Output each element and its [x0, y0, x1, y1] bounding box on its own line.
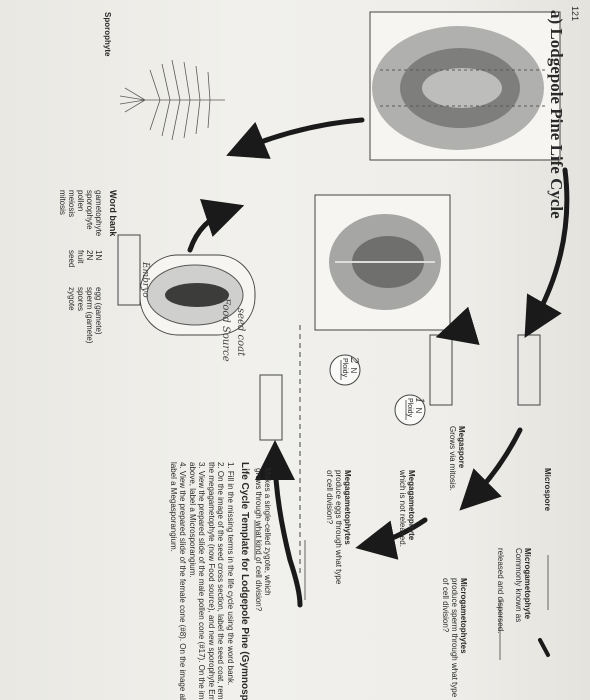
arrow-microgametophyte — [538, 638, 550, 657]
word-bank-heading: Word bank — [108, 190, 118, 237]
megaspore-title: Megaspore — [457, 426, 466, 469]
arrow-gametes-to-zygote — [255, 440, 303, 608]
pine-branch-image — [119, 59, 225, 141]
megagametophyte-block: Megagametophyte which is not released. — [398, 470, 416, 547]
answer-box-microspore[interactable] — [517, 334, 541, 406]
answer-box-sporophyte[interactable] — [117, 234, 141, 306]
arrow-microspore-to-microgametophyte — [459, 427, 523, 511]
arrow-cone-to-megaspore — [435, 306, 480, 345]
ploidy-circle-right — [394, 394, 426, 426]
handwritten-seed-coat: seed coat — [235, 308, 246, 357]
answer-box-fertilization[interactable] — [259, 374, 283, 441]
megagametophyte-title: Megagametophyte — [407, 470, 416, 541]
microspore-label: Microspore — [543, 468, 552, 512]
microgametophyte-block: Microgametophyte Commonly known as relea… — [496, 548, 532, 633]
microgametophytes-desc2: of cell division? — [441, 578, 450, 633]
sporophyte-label: Sporophyte — [103, 12, 112, 57]
megagametophytes-desc2: of cell division? — [325, 470, 334, 525]
answer-box-megaspore[interactable] — [429, 334, 453, 406]
microgametophyte-desc2: released and dispersed. — [496, 548, 505, 634]
seed-cross-section-image — [139, 254, 256, 336]
megaspore-desc: Grows via mitosis. — [448, 426, 457, 491]
arrow-cone-to-microspore — [524, 167, 570, 339]
arrow-megagametophyte-to-eggs — [355, 517, 428, 560]
zygote-desc1: Makes a single-celled zygote, which — [263, 468, 272, 596]
microgametophytes-title: Microgametophytes — [459, 578, 468, 654]
female-cone-image — [314, 194, 451, 331]
word-bank-col2: 1N 2N fruit seed — [67, 250, 103, 268]
microgametophyte-desc1: Commonly known as — [514, 548, 523, 623]
male-cone-image — [369, 11, 561, 161]
megagametophytes-desc1: produce eggs through what type — [334, 470, 343, 585]
microgametophytes-block: Microgametophytes produce sperm through … — [441, 578, 468, 697]
ploidy-right-label: Ploidy — [406, 398, 413, 418]
megagametophytes-block: Megagametophytes produce eggs through wh… — [325, 470, 352, 584]
page-title: a) Lodgepole Pine Life Cycle — [547, 10, 566, 219]
cycle-arrows — [187, 117, 570, 657]
ploidy-left-value: 2 N — [348, 357, 361, 374]
ploidy-left-label: Ploidy — [341, 358, 348, 378]
microgametophyte-title: Microgametophyte — [523, 548, 532, 620]
microgametophytes-desc1: produce sperm through what type — [450, 578, 459, 698]
megagametophytes-title: Megagametophytes — [343, 470, 352, 545]
handwritten-embryo: Embryo — [140, 262, 150, 298]
ploidy-right-value: 1 N — [413, 397, 426, 414]
page-number: 121 — [570, 6, 580, 22]
ploidy-circle-left — [329, 354, 361, 386]
arrow-branch-to-cone — [226, 117, 365, 159]
template-instructions: 1. Fill in the missing terms in the life… — [169, 462, 235, 700]
zygote-desc2: grows through what kind of cell division… — [254, 468, 263, 612]
word-bank-col3: egg (gamete) sperm (gamete) spores zygot… — [67, 287, 103, 344]
template-heading: Life Cycle Template for Lodgepole Pine (… — [239, 462, 250, 700]
megaspore-block: Megaspore Grows via mitosis. — [448, 426, 466, 491]
word-bank-col1: gametophyte sporophyte pollen meiosis mi… — [58, 190, 103, 237]
zygote-block: Makes a single-celled zygote, which grow… — [254, 468, 272, 611]
megagametophyte-desc: which is not released. — [398, 470, 407, 547]
handwritten-food-source: Food Source — [220, 298, 231, 362]
arrow-seed-to-branch — [187, 198, 245, 253]
